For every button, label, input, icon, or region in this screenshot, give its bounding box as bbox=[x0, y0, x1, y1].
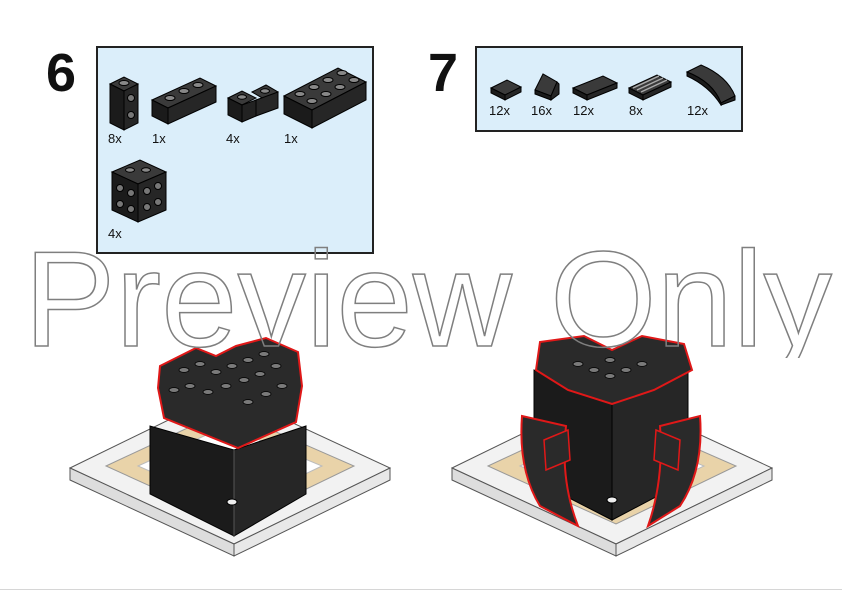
brick-1x3-icon bbox=[150, 74, 218, 126]
step-6-number: 6 bbox=[46, 43, 77, 103]
slope-1x1-icon bbox=[531, 70, 561, 102]
step-7-number: 7 bbox=[428, 43, 459, 103]
part-qty: 12x bbox=[489, 103, 510, 118]
part-qty: 16x bbox=[531, 103, 552, 118]
brick-2x4-icon bbox=[282, 64, 368, 130]
step-6-parts-box: 8x 1x 4x bbox=[96, 46, 374, 254]
tile-1x1-icon bbox=[489, 76, 523, 102]
step-6-model-illustration bbox=[66, 330, 396, 565]
part-qty: 8x bbox=[629, 103, 643, 118]
tile-1x2-icon bbox=[571, 74, 619, 102]
part-qty: 1x bbox=[284, 131, 298, 146]
brick-1x1-studs-side-icon bbox=[108, 74, 140, 132]
brick-studs-side-icon bbox=[110, 158, 168, 224]
step-7-parts-box: 12x 16x 12x 8x 12x bbox=[475, 46, 743, 132]
page-footer-divider bbox=[0, 589, 842, 590]
part-qty: 1x bbox=[152, 131, 166, 146]
part-qty: 12x bbox=[573, 103, 594, 118]
step-7-model-illustration bbox=[448, 330, 778, 565]
part-qty: 4x bbox=[226, 131, 240, 146]
curved-slope-icon bbox=[683, 62, 737, 106]
part-qty: 12x bbox=[687, 103, 708, 118]
watermark-text: Preview Only bbox=[24, 238, 832, 358]
corner-brick-icon bbox=[224, 78, 280, 128]
grille-tile-icon bbox=[627, 72, 673, 102]
part-qty: 4x bbox=[108, 226, 122, 241]
part-qty: 8x bbox=[108, 131, 122, 146]
preview-watermark: Preview Only bbox=[23, 238, 833, 358]
